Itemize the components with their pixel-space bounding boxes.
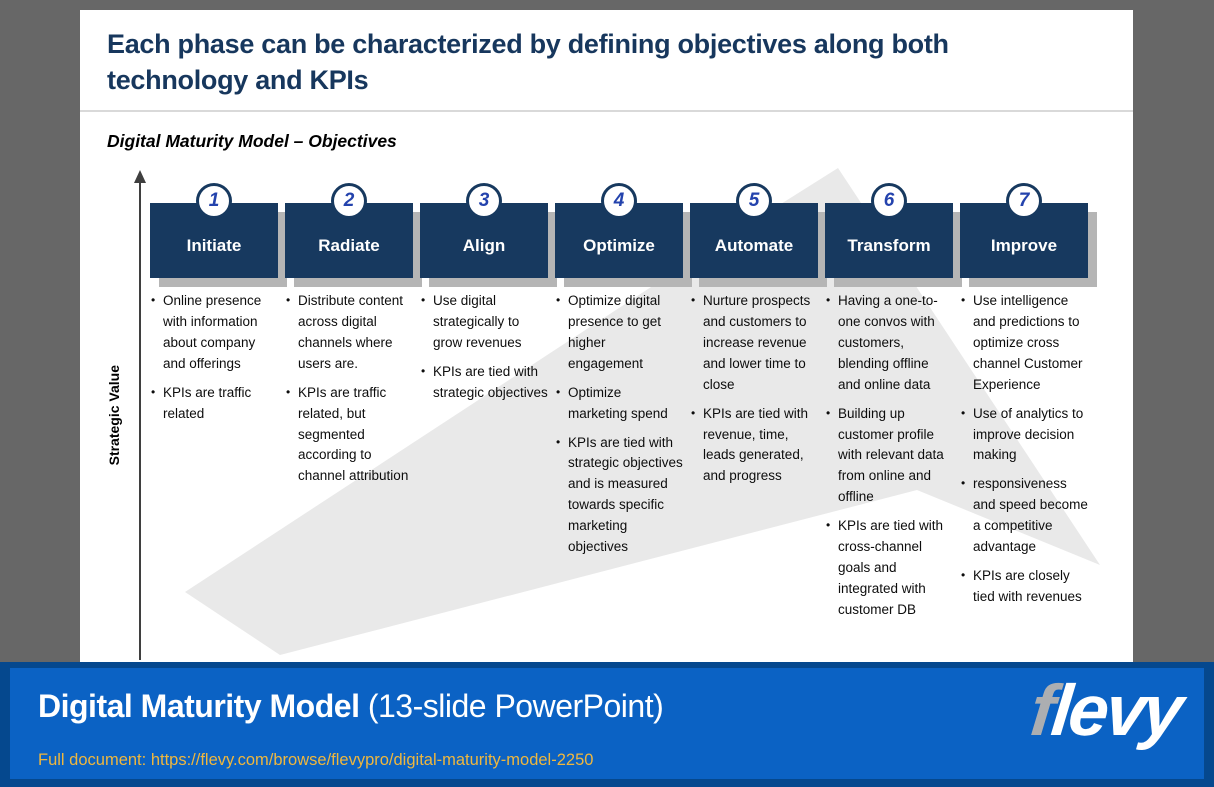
phase-number-badge: 5 <box>736 183 772 219</box>
document-link-line: Full document: https://flevy.com/browse/… <box>38 751 593 770</box>
bullet-item: Having a one-to-one convos with customer… <box>825 291 953 396</box>
strategic-value-label: Strategic Value <box>106 365 122 466</box>
bullet-item: Distribute content across digital channe… <box>285 291 413 375</box>
flevy-logo-levy: levy <box>1047 671 1185 751</box>
title-divider <box>80 110 1133 112</box>
phase-header: 2 Radiate <box>285 183 413 278</box>
document-title: Digital Maturity Model (13-slide PowerPo… <box>38 688 664 725</box>
bullet-item: Use digital strategically to grow revenu… <box>420 291 548 354</box>
bullet-item: Optimize marketing spend <box>555 383 683 425</box>
slide-subtitle: Digital Maturity Model – Objectives <box>107 131 397 151</box>
phase-bullet-list: Having a one-to-one convos with customer… <box>825 291 953 621</box>
bullet-item: Use of analytics to improve decision mak… <box>960 404 1088 467</box>
document-title-format: (13-slide PowerPoint) <box>359 688 664 724</box>
phase-bullet-list: Nurture prospects and customers to incre… <box>690 291 818 487</box>
phase-bullet-list: Optimize digital presence to get higher … <box>555 291 683 558</box>
phase-bullet-list: Use digital strategically to grow revenu… <box>420 291 548 404</box>
phase-bullet-list: Distribute content across digital channe… <box>285 291 413 487</box>
phase-name: Automate <box>714 235 794 255</box>
phase-name: Radiate <box>318 235 380 255</box>
bullet-item: KPIs are tied with revenue, time, leads … <box>690 404 818 488</box>
phase-name: Improve <box>990 235 1058 255</box>
phase-column: 1 Initiate Online presence with informat… <box>150 183 278 629</box>
bullet-item: Nurture prospects and customers to incre… <box>690 291 818 396</box>
phase-column: 5 Automate Nurture prospects and custome… <box>690 183 818 629</box>
phase-header: 7 Improve <box>960 183 1088 278</box>
phase-header: 1 Initiate <box>150 183 278 278</box>
phase-column: 7 Improve Use intelligence and predictio… <box>960 183 1088 629</box>
phase-name: Align <box>462 235 506 255</box>
phase-header: 4 Optimize <box>555 183 683 278</box>
phase-header: 3 Align <box>420 183 548 278</box>
bullet-item: Optimize digital presence to get higher … <box>555 291 683 375</box>
flevy-logo: flevy <box>1027 670 1185 752</box>
strategic-value-axis <box>139 182 141 660</box>
phase-number-badge: 7 <box>1006 183 1042 219</box>
footer-banner-inner: Digital Maturity Model (13-slide PowerPo… <box>10 668 1204 779</box>
bullet-item: KPIs are tied with strategic objectives … <box>555 433 683 559</box>
bullet-item: KPIs are traffic related <box>150 383 278 425</box>
phase-number-badge: 4 <box>601 183 637 219</box>
phase-number-badge: 1 <box>196 183 232 219</box>
slide-canvas: Each phase can be characterized by defin… <box>80 10 1133 662</box>
phase-number-badge: 2 <box>331 183 367 219</box>
phase-column: 4 Optimize Optimize digital presence to … <box>555 183 683 629</box>
phase-number-badge: 6 <box>871 183 907 219</box>
phase-column: 3 Align Use digital strategically to gro… <box>420 183 548 629</box>
phase-name: Transform <box>847 235 931 255</box>
axis-arrowhead-icon <box>134 170 146 183</box>
bullet-item: KPIs are closely tied with revenues <box>960 566 1088 608</box>
phase-bullet-list: Use intelligence and predictions to opti… <box>960 291 1088 608</box>
bullet-item: KPIs are tied with strategic objectives <box>420 362 548 404</box>
phase-column: 6 Transform Having a one-to-one convos w… <box>825 183 953 629</box>
bullet-item: Online presence with information about c… <box>150 291 278 375</box>
document-link-url[interactable]: https://flevy.com/browse/flevypro/digita… <box>150 751 594 769</box>
bullet-item: responsiveness and speed become a compet… <box>960 474 1088 558</box>
document-link-label: Full document: <box>38 751 151 769</box>
footer-banner: Digital Maturity Model (13-slide PowerPo… <box>0 662 1214 787</box>
slide-title: Each phase can be characterized by defin… <box>107 29 949 95</box>
phase-name: Initiate <box>186 235 242 255</box>
bullet-item: KPIs are tied with cross-channel goals a… <box>825 516 953 621</box>
bullet-item: KPIs are traffic related, but segmented … <box>285 383 413 488</box>
phase-number-badge: 3 <box>466 183 502 219</box>
bullet-item: Building up customer profile with releva… <box>825 404 953 509</box>
document-title-name: Digital Maturity Model <box>38 688 360 724</box>
bullet-item: Use intelligence and predictions to opti… <box>960 291 1088 396</box>
phase-columns: 1 Initiate Online presence with informat… <box>150 183 1088 629</box>
phase-column: 2 Radiate Distribute content across digi… <box>285 183 413 629</box>
phase-header: 5 Automate <box>690 183 818 278</box>
phase-header: 6 Transform <box>825 183 953 278</box>
phase-bullet-list: Online presence with information about c… <box>150 291 278 425</box>
phase-name: Optimize <box>583 235 655 255</box>
